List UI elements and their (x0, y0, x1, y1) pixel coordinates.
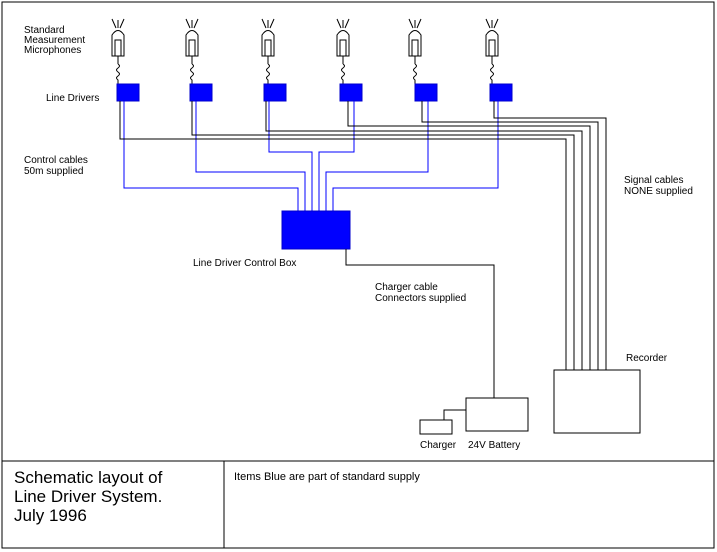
charger-cable (345, 249, 495, 398)
control-cables-label-2: 50m supplied (24, 166, 83, 177)
line-driver-box (189, 83, 213, 102)
control-cable-6 (332, 101, 499, 211)
charger-link (443, 409, 466, 420)
signal-cables (119, 101, 607, 370)
charger-label: Charger (420, 440, 457, 451)
control-cable-4 (318, 101, 355, 211)
microphone-icon (185, 18, 199, 84)
charger-cable-label-1: Charger cable (375, 282, 438, 293)
microphones-label-1: Standard (24, 25, 65, 36)
standard-supply-note: Items Blue are part of standard supply (234, 471, 420, 483)
line-driver-box (489, 83, 513, 102)
recorder-box (553, 369, 641, 434)
signal-cable-2 (191, 101, 575, 370)
control-cable-5 (325, 101, 429, 211)
control-cable-1 (123, 101, 299, 211)
charger-box (419, 419, 453, 435)
microphone-icon (485, 18, 499, 84)
microphones-label-3: Microphones (24, 45, 81, 56)
control-box-label: Line Driver Control Box (193, 258, 296, 269)
microphone-icon (336, 18, 350, 84)
line-driver-box (263, 83, 287, 102)
microphone-icon (111, 18, 125, 84)
recorder-label: Recorder (626, 353, 668, 364)
signal-cables-label-1: Signal cables (624, 175, 683, 186)
microphone-icon (408, 18, 422, 84)
control-cables-label-1: Control cables (24, 155, 88, 166)
signal-cables-label-2: NONE supplied (624, 186, 693, 197)
battery-label: 24V Battery (468, 440, 520, 451)
control-cable-3 (268, 101, 313, 211)
microphones-group (111, 18, 499, 84)
signal-cable-4 (347, 101, 591, 370)
signal-cable-1 (119, 101, 567, 370)
battery-box (465, 397, 529, 432)
control-cables (123, 101, 499, 211)
line-drivers-label: Line Drivers (46, 93, 99, 104)
line-drivers-group (116, 83, 513, 102)
control-cable-2 (195, 101, 306, 211)
signal-cable-5 (421, 101, 599, 370)
signal-cable-6 (493, 101, 607, 370)
title-line-1: Schematic layout of (14, 468, 163, 487)
line-driver-box (414, 83, 438, 102)
microphones-label-2: Measurement (24, 35, 85, 46)
line-driver-box (116, 83, 140, 102)
line-driver-control-box (281, 210, 351, 250)
signal-cable-3 (265, 101, 583, 370)
line-driver-box (339, 83, 363, 102)
charger-cable-label-2: Connectors supplied (375, 293, 466, 304)
microphone-icon (261, 18, 275, 84)
title-line-2: Line Driver System. (14, 487, 162, 506)
title-line-3: July 1996 (14, 506, 87, 525)
